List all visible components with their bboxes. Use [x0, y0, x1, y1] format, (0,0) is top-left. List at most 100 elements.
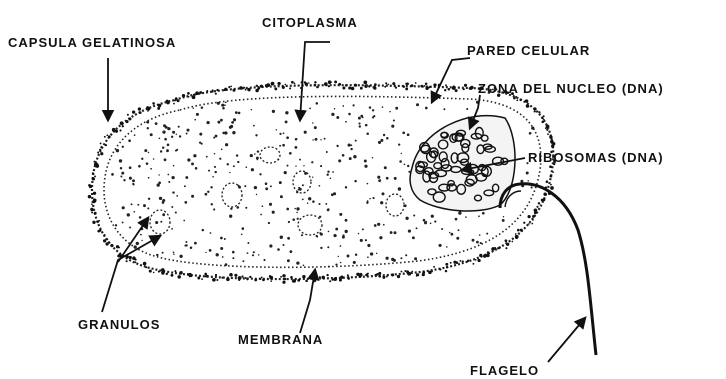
cytoplasm-dot	[414, 257, 417, 260]
cytoplasm-dot	[225, 263, 228, 266]
cytoplasm-dot	[242, 260, 244, 262]
cytoplasm-dot	[270, 185, 272, 187]
cytoplasm-dot	[393, 119, 395, 121]
capsule-hair	[132, 110, 135, 113]
cytoplasm-dot	[122, 221, 124, 223]
capsule-hair	[516, 99, 518, 101]
cytoplasm-dot	[365, 124, 368, 127]
capsule-hair	[246, 278, 248, 280]
cytoplasm-dot	[358, 123, 360, 125]
cytoplasm-dot	[283, 132, 285, 134]
cytoplasm-dot	[220, 119, 223, 122]
cytoplasm-dot	[214, 166, 216, 168]
cytoplasm-dot	[391, 258, 394, 261]
capsule-hair	[392, 82, 395, 85]
capsule-hair	[549, 135, 552, 138]
cytoplasm-dot	[115, 224, 117, 226]
cytoplasm-dot	[308, 197, 311, 200]
cytoplasm-dot	[416, 103, 419, 106]
cytoplasm-dot	[378, 141, 381, 144]
cytoplasm-dot	[155, 122, 158, 125]
capsule-hair	[475, 259, 477, 261]
cytoplasm-dot	[402, 131, 405, 134]
capsule-hair	[547, 133, 549, 135]
capsule-hair	[534, 208, 538, 212]
labels: CAPSULA GELATINOSA CITOPLASMA PARED CELU…	[8, 15, 664, 378]
cytoplasm-dot	[441, 228, 443, 230]
capsule-hair	[515, 233, 517, 235]
cytoplasm-dot	[342, 236, 345, 239]
capsule-hair	[505, 247, 507, 249]
cytoplasm-dot	[327, 174, 329, 176]
cytoplasm-dot	[282, 244, 284, 246]
cytoplasm-dot	[311, 161, 313, 163]
cytoplasm-dot	[232, 131, 235, 134]
cytoplasm-dot	[129, 177, 132, 180]
cytoplasm-dot	[286, 208, 289, 211]
capsule-hair	[204, 275, 206, 277]
cytoplasm-dot	[279, 181, 282, 184]
capsule-hair	[319, 276, 321, 278]
cytoplasm-dot	[476, 241, 479, 244]
cytoplasm-dot	[217, 102, 220, 105]
capsule-hair	[527, 215, 530, 218]
capsule-hair	[433, 83, 436, 86]
capsule-hair	[373, 87, 376, 90]
cytoplasm-dot	[210, 186, 212, 188]
cytoplasm-dot	[342, 105, 344, 107]
capsule-hair	[439, 268, 441, 270]
cytoplasm-dot	[369, 198, 370, 199]
cytoplasm-dot	[247, 242, 249, 244]
capsule-hair	[445, 263, 448, 266]
capsule-hair	[289, 87, 291, 89]
capsule-hair	[221, 277, 223, 279]
cytoplasm-dot	[269, 203, 272, 206]
label-zona-del-nucleo: ZONA DEL NUCLEO (DNA)	[478, 81, 664, 96]
capsule-hair	[158, 104, 161, 107]
cytoplasm-dot	[171, 206, 173, 208]
capsule-hair	[277, 82, 280, 85]
cytoplasm-dot	[292, 218, 295, 221]
capsule-hair	[365, 273, 368, 276]
cytoplasm-dot	[120, 176, 122, 178]
capsule-hair	[230, 86, 232, 88]
capsule-hair	[305, 82, 308, 85]
capsule-hair	[329, 280, 331, 282]
capsule-hair	[280, 276, 282, 278]
cytoplasm-dot	[162, 146, 164, 148]
cytoplasm-dot	[210, 232, 212, 234]
capsule-hair	[428, 86, 430, 88]
capsule-hair	[541, 120, 544, 123]
cytoplasm-dot	[230, 207, 232, 209]
capsule-hair	[519, 99, 522, 102]
cytoplasm-dot	[349, 157, 352, 160]
capsule-hair	[538, 111, 540, 113]
cytoplasm-dot	[350, 144, 352, 146]
cytoplasm-dot	[172, 191, 174, 193]
capsule-hair	[387, 84, 389, 86]
inclusion-circle	[298, 215, 322, 235]
capsule-hair	[354, 84, 357, 87]
capsule-hair	[543, 115, 545, 117]
capsule-hair	[515, 235, 519, 239]
cytoplasm-dot	[398, 187, 401, 190]
cytoplasm-dot	[184, 201, 187, 204]
cytoplasm-dot	[376, 253, 377, 254]
cytoplasm-dot	[360, 115, 363, 118]
capsule-hair	[328, 85, 330, 87]
capsule-hair	[129, 118, 131, 120]
cytoplasm-dot	[330, 177, 332, 179]
capsule-hair	[483, 254, 486, 257]
cytoplasm-dot	[374, 224, 377, 227]
cytoplasm-dot	[430, 222, 432, 224]
cytoplasm-dot	[439, 244, 442, 247]
cytoplasm-dot	[299, 159, 301, 161]
cytoplasm-dot	[235, 111, 238, 114]
cytoplasm-dot	[193, 107, 194, 108]
capsule-hair	[229, 273, 233, 277]
capsule-hair	[215, 93, 217, 95]
cytoplasm-dot	[120, 167, 122, 169]
cytoplasm-dot	[458, 229, 460, 231]
cytoplasm-dot	[316, 235, 318, 237]
capsule-hair	[204, 273, 207, 276]
